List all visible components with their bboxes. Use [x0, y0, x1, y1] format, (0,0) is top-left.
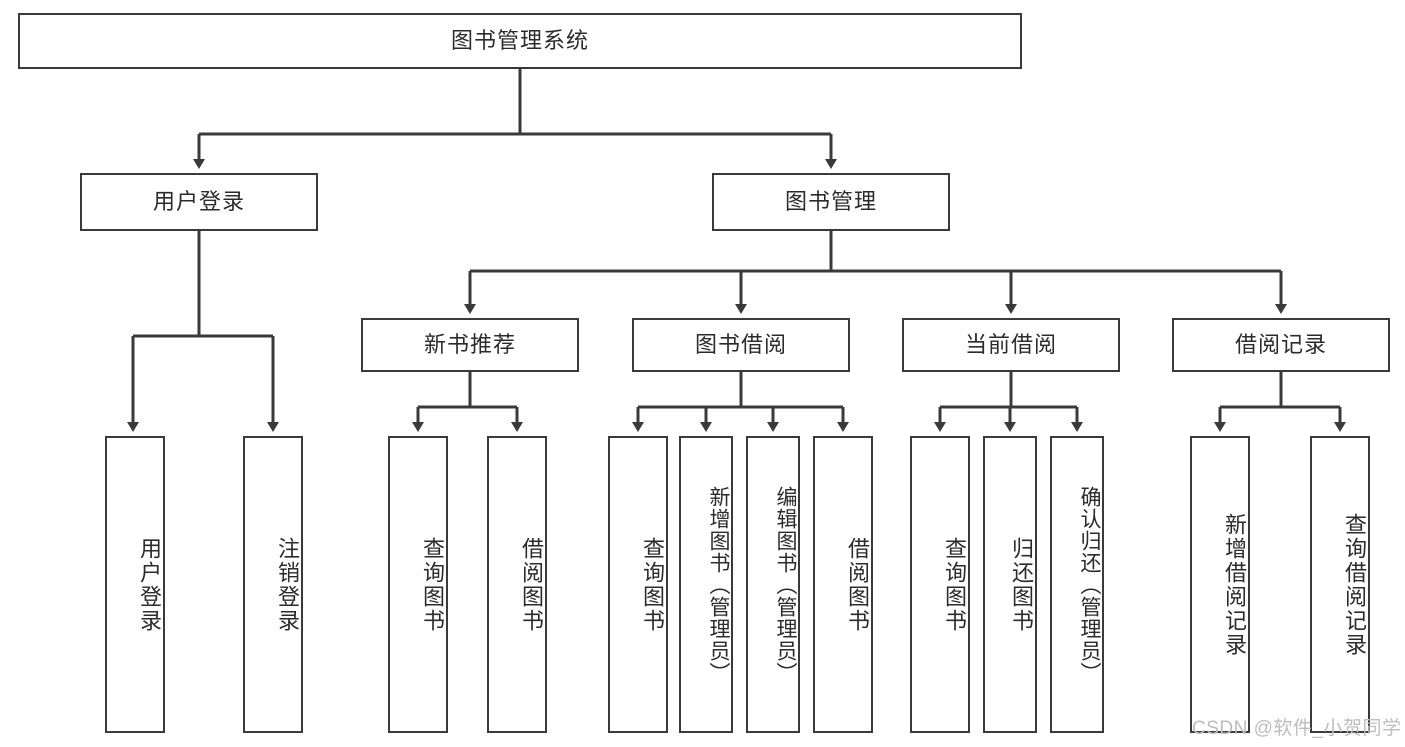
leaf-add-book-admin[interactable]: 新增图书（管理员） [679, 436, 733, 733]
leaf-query-borrow-record[interactable]: 查询借阅记录 [1310, 436, 1370, 733]
leaf-logout[interactable]: 注销登录 [243, 436, 303, 733]
leaf-add-borrow-record[interactable]: 新增借阅记录 [1190, 436, 1250, 733]
node-borrow-record[interactable]: 借阅记录 [1172, 318, 1390, 372]
leaf-query-book-current[interactable]: 查询图书 [910, 436, 970, 733]
leaf-edit-book-admin[interactable]: 编辑图书（管理员） [746, 436, 800, 733]
leaf-query-book-new[interactable]: 查询图书 [388, 436, 448, 733]
node-current-borrow[interactable]: 当前借阅 [902, 318, 1120, 372]
node-book-borrow[interactable]: 图书借阅 [632, 318, 850, 372]
leaf-borrow-book-new[interactable]: 借阅图书 [487, 436, 547, 733]
leaf-user-login[interactable]: 用户登录 [105, 436, 165, 733]
node-root-system[interactable]: 图书管理系统 [18, 13, 1022, 69]
leaf-borrow-book[interactable]: 借阅图书 [813, 436, 873, 733]
leaf-query-book-borrow[interactable]: 查询图书 [608, 436, 668, 733]
watermark-credit: CSDN @软件_小贺同学 [1192, 718, 1402, 739]
node-book-management[interactable]: 图书管理 [712, 173, 950, 231]
leaf-return-book[interactable]: 归还图书 [983, 436, 1037, 733]
node-user-login[interactable]: 用户登录 [80, 173, 318, 231]
node-new-book-recommend[interactable]: 新书推荐 [361, 318, 579, 372]
leaf-confirm-return-admin[interactable]: 确认归还（管理员） [1050, 436, 1104, 733]
